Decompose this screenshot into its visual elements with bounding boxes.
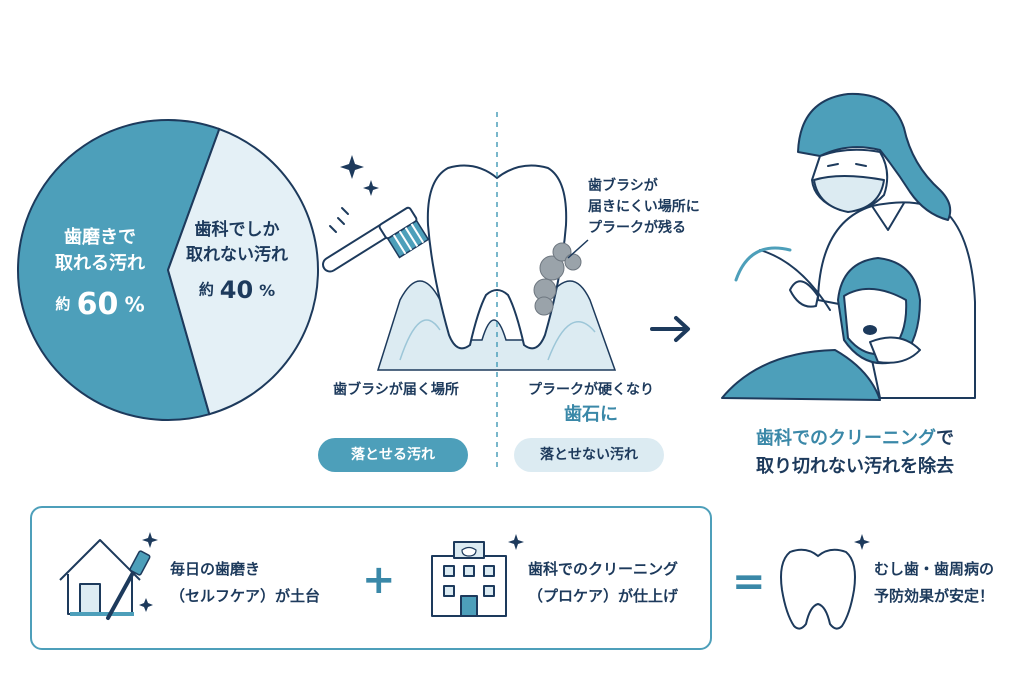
pie-label-pro-care: 歯科でしか 取れない汚れ 約 40 % [172,218,302,308]
pie-percent-prefix: 約 [55,295,71,314]
sparkle-icon [854,534,870,550]
arrow-right-icon [650,316,690,342]
brush-reach-label: 歯ブラシが届く場所 [333,382,459,398]
self-care-text: 毎日の歯磨き （セルフケア）が土台 [170,556,320,610]
pie-label-line: 歯科でしか [194,220,280,240]
clinic-building-icon [431,541,507,617]
pie-percent-value: 60 [76,287,119,323]
pro-care-text: 歯科でのクリーニング （プロケア）が仕上げ [528,556,678,610]
pro-care-line: （プロケア）が仕上げ [528,587,679,605]
self-care-line: 毎日の歯磨き [170,560,261,578]
pie-label-line: 取れない汚れ [186,244,288,265]
tartar-label-line: プラークが硬くなり [528,382,654,398]
plus-sign: + [362,557,396,603]
plaque-callout: 歯ブラシが 届きにくい場所に プラークが残る [588,176,700,239]
pie-label-self-care: 歯磨きで 取れる汚れ 約 60 % [40,225,160,327]
sparkle-icon [139,532,158,612]
self-care-line: （セルフケア）が土台 [170,587,321,605]
result-line: むし歯・歯周病の [874,560,995,578]
tartar-label-emphasis: 歯石に [564,404,618,425]
cleaning-caption-line: 取り切れない汚れを除去 [756,455,954,477]
house-icon [59,539,141,616]
cleaning-caption-rest: で [936,428,954,449]
cleaning-caption: 歯科でのクリーニングで 取り切れない汚れを除去 [720,425,990,481]
pro-care-line: 歯科でのクリーニング [528,560,679,578]
plaque-illustration [533,242,582,316]
cleaning-caption-emphasis: 歯科でのクリーニング [756,428,936,449]
callout-line-text: 届きにくい場所に [588,199,700,215]
toothbrush-icon [322,206,430,273]
pie-label-line: 取れる汚れ [55,253,145,275]
pie-label-line: 歯磨きで [64,227,136,248]
pie-percent-unit: % [124,292,145,317]
pie-slice-0 [17,119,221,421]
callout-line [567,239,589,259]
pie-percent-value: 40 [219,276,254,305]
callout-line-text: 歯ブラシが [588,178,658,194]
callout-line-text: プラークが残る [588,220,686,236]
tooth-icon [780,548,856,630]
equals-sign: = [732,559,766,605]
result-text: むし歯・歯周病の 予防効果が安定！ [874,556,994,610]
result-line: 予防効果が安定！ [874,587,995,605]
removable-plaque-badge: 落とせる汚れ [318,438,468,472]
sparkle-icon [508,534,524,550]
pie-slice-1 [166,127,319,416]
toothbrush-icon [106,550,151,620]
pie-percent-unit: % [259,281,276,301]
sparkle-icon [340,155,379,196]
dentist-illustration [721,92,976,401]
non-removable-plaque-badge: 落とせない汚れ [514,438,664,472]
tartar-label: プラークが硬くなり 歯石に [506,380,676,428]
summary-box [30,506,712,650]
pie-percent-prefix: 約 [198,280,214,299]
